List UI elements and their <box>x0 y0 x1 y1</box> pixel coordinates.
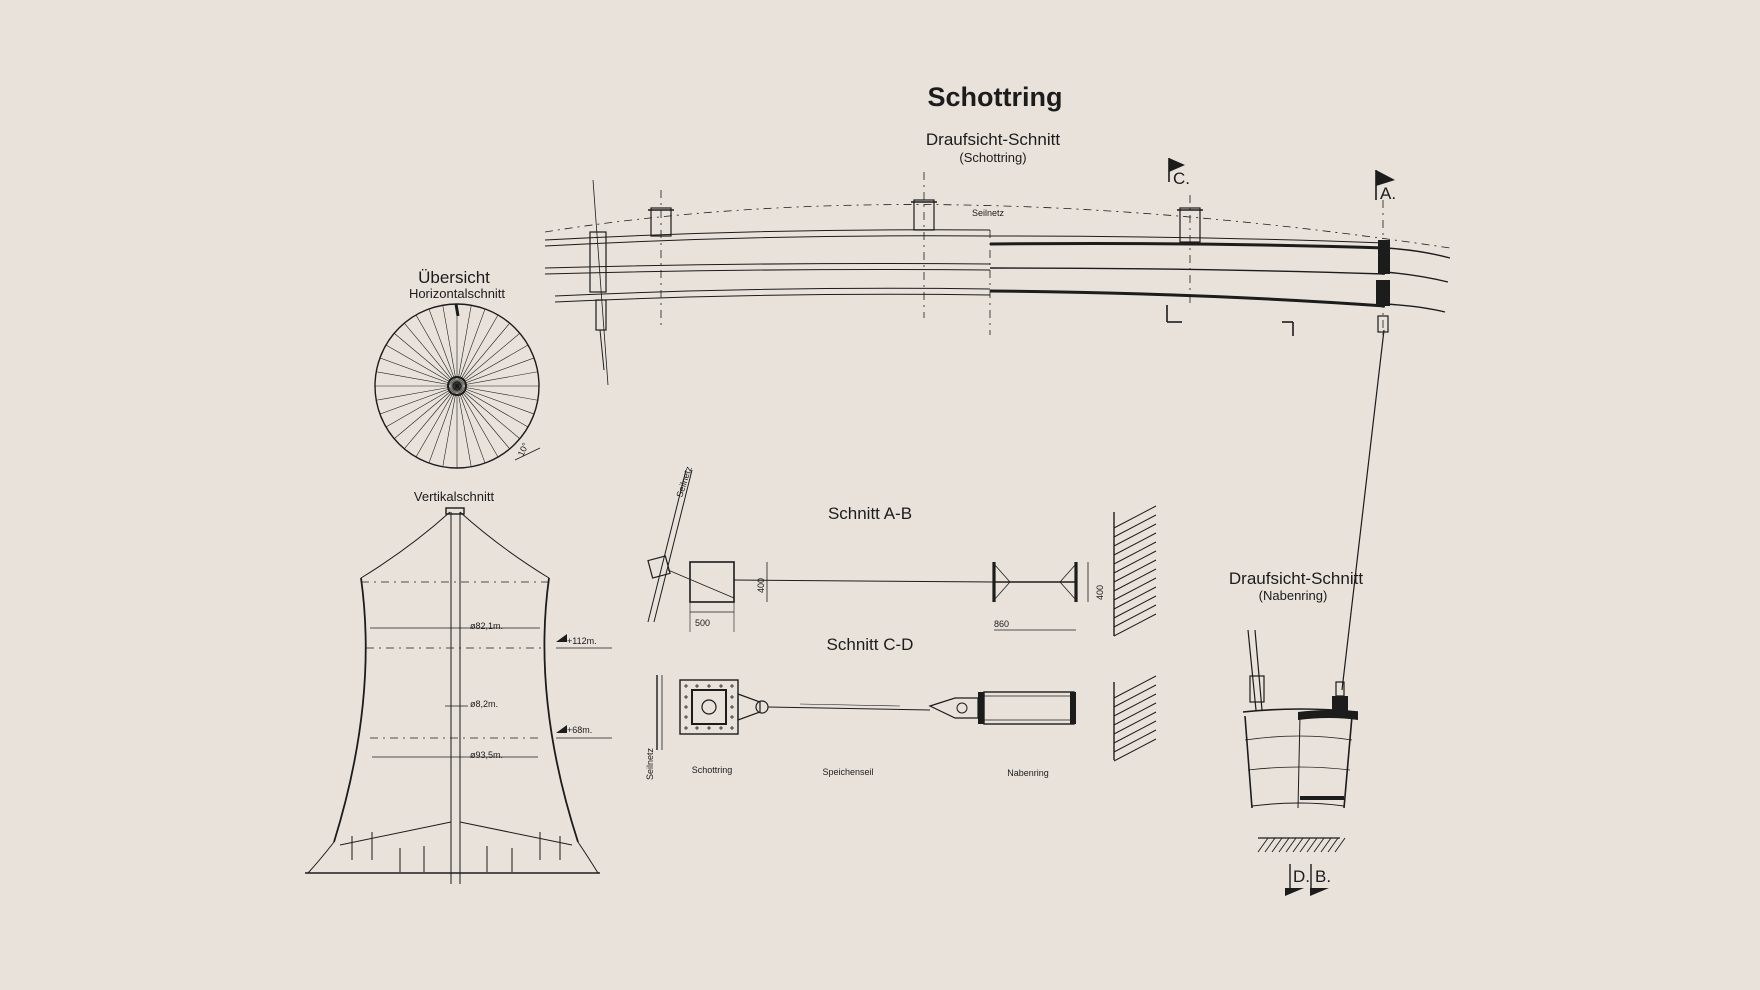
overview-spoke <box>456 322 510 387</box>
ring-post-1 <box>648 190 674 325</box>
clamp-a <box>1376 200 1390 340</box>
overview-subheading: Horizontalschnitt <box>409 286 505 301</box>
section-ab-heading: Schnitt A-B <box>828 504 912 523</box>
overview-spoke <box>379 385 458 415</box>
section-marker-c: C. <box>1166 158 1294 336</box>
dim-height-right: 400 <box>1095 585 1105 600</box>
dim-width-right: 860 <box>994 619 1009 629</box>
overview-spoke <box>456 385 529 428</box>
angle-label: 10° <box>516 441 531 458</box>
cable-net-label: Seilnetz <box>972 208 1005 218</box>
vertical-section: Vertikalschnitt ø82,1m. ø8,2m. ø93 <box>305 489 612 884</box>
svg-text:C.: C. <box>1173 169 1190 188</box>
section-marker-a: A. <box>1375 170 1396 203</box>
overview-hub <box>447 376 467 396</box>
overview-spoke <box>456 371 538 387</box>
plan-top-heading: Draufsicht-Schnitt <box>926 130 1060 149</box>
plan-hub-subheading: (Nabenring) <box>1259 588 1328 603</box>
hub-ring-beam <box>983 691 1075 725</box>
spoke-cable-line <box>1341 329 1385 691</box>
overview-spoke <box>404 322 458 387</box>
ring-beam-right <box>989 235 1451 313</box>
overview-spoke <box>393 333 458 387</box>
wall-hatching-ab <box>1113 505 1157 637</box>
i-beam-right <box>992 562 1078 602</box>
label-spoke-cable: Speichenseil <box>822 767 873 777</box>
box-section-left <box>689 561 735 603</box>
overview-spoke <box>456 308 486 387</box>
dim-width-left: 500 <box>695 618 710 628</box>
section-cd-cable-net: Seilnetz <box>645 747 655 780</box>
section-a-b: Schnitt A-B Seilnetz 500 400 860 400 <box>647 465 1157 637</box>
tower-right-wall <box>543 577 579 843</box>
label-hub-ring: Nabenring <box>1007 768 1049 778</box>
overview-spoke <box>428 308 458 387</box>
plan-section-bulkhead-ring: Draufsicht-Schnitt (Schottring) Seilnetz <box>544 130 1451 691</box>
overview-spoke <box>456 385 521 439</box>
overview-spoke <box>385 344 458 387</box>
overview-spoke <box>442 305 458 387</box>
overview-spokes <box>375 304 539 468</box>
dim-base-diameter: ø93,5m. <box>470 750 503 760</box>
overview-spoke <box>456 357 535 387</box>
overview-spoke <box>379 357 458 387</box>
overview-spoke <box>393 385 458 439</box>
cable-net-line <box>544 204 1451 249</box>
dim-hub-diameter: ø8,2m. <box>470 699 498 709</box>
dim-height-left: 400 <box>756 578 766 593</box>
svg-text:A.: A. <box>1380 184 1396 203</box>
overview-spoke <box>404 385 458 450</box>
overview-spoke <box>456 385 538 401</box>
plan-hub-heading: Draufsicht-Schnitt <box>1229 569 1363 588</box>
section-markers-d-b: D. B. <box>1285 864 1331 896</box>
overview-spoke <box>456 385 486 464</box>
anchor-bolts <box>684 684 734 730</box>
section-ab-cable-net: Seilnetz <box>674 465 694 499</box>
dim-height-lower: +68m. <box>567 725 592 735</box>
left-anchor-detail <box>589 179 609 386</box>
page-title: Schottring <box>928 82 1063 112</box>
overview-spoke <box>456 385 472 467</box>
overview-spoke <box>456 385 510 450</box>
wall-hatching-cd <box>1113 675 1157 762</box>
overview-spoke <box>456 305 472 387</box>
label-bulkhead-ring: Schottring <box>692 765 733 775</box>
overview-spoke <box>415 314 458 387</box>
plan-top-subheading: (Schottring) <box>959 150 1026 165</box>
dim-top-diameter: ø82,1m. <box>470 621 503 631</box>
overview-heading: Übersicht <box>418 268 490 287</box>
plan-section-hub-ring: Draufsicht-Schnitt (Nabenring) D. B. <box>1229 569 1363 896</box>
dim-height-upper: +112m. <box>567 636 597 646</box>
overview-spoke <box>456 344 529 387</box>
section-c-d: Schnitt C-D Seilnetz Schottring Speichen… <box>645 635 1157 780</box>
overview-spoke <box>415 385 458 458</box>
section-cd-heading: Schnitt C-D <box>827 635 914 654</box>
tower-left-wall <box>333 577 367 843</box>
overview-horizontal-section: Übersicht Horizontalschnitt 10° <box>374 268 541 469</box>
ring-post-3 <box>1177 195 1203 305</box>
anchor-plate <box>679 679 739 735</box>
vertical-section-heading: Vertikalschnitt <box>414 489 495 504</box>
overview-spoke <box>456 385 499 458</box>
ring-post-2 <box>911 172 937 318</box>
overview-spoke <box>456 314 499 387</box>
overview-spoke <box>456 333 521 387</box>
overview-spoke <box>376 371 458 387</box>
overview-spoke <box>442 385 458 467</box>
svg-text:B.: B. <box>1315 867 1331 886</box>
svg-text:D.: D. <box>1293 867 1310 886</box>
overview-spoke <box>385 385 458 428</box>
overview-spoke <box>376 385 458 401</box>
hub-slab-hatching <box>1257 837 1346 853</box>
overview-spoke <box>428 385 458 464</box>
ring-beam-left <box>544 229 991 303</box>
overview-spoke <box>456 385 535 415</box>
